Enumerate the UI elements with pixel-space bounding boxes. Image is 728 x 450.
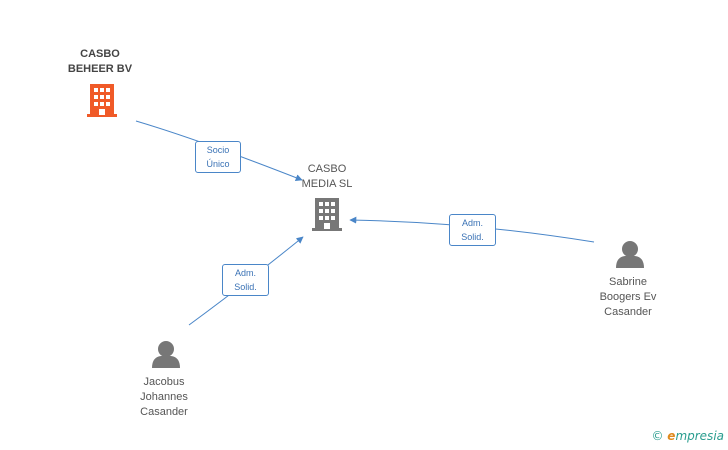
edge-label-adm-solid-sabrine[interactable]: Adm. Solid. <box>449 214 496 246</box>
node-label-line: Johannes <box>140 391 188 403</box>
edge-label-socio-unico[interactable]: Socio Único <box>195 141 241 173</box>
node-label-sabrine[interactable]: Sabrine Boogers Ev Casander <box>578 275 678 320</box>
edge-label-line: Único <box>206 159 230 169</box>
edge-label-line: Solid. <box>461 232 484 242</box>
node-label-line: Casander <box>140 406 188 418</box>
node-label-line: CASBO <box>307 163 347 175</box>
edge-label-line: Solid. <box>234 282 257 292</box>
node-label-casbo-media[interactable]: CASBO MEDIA SL <box>277 162 377 192</box>
node-label-jacobus[interactable]: Jacobus Johannes Casander <box>114 375 214 420</box>
edge-label-line: Adm. <box>234 268 256 278</box>
node-label-line: Casander <box>604 306 652 318</box>
node-label-line: Boogers Ev <box>599 291 657 303</box>
brand-e: e <box>667 429 676 443</box>
person-icon[interactable] <box>152 341 180 368</box>
node-label-line: Jacobus <box>143 376 185 388</box>
person-icon[interactable] <box>616 241 644 268</box>
brand-logo[interactable]: © empresia <box>651 429 724 443</box>
brand-name: mpresia <box>675 429 724 443</box>
node-label-line: MEDIA SL <box>301 178 353 190</box>
copyright-icon: © <box>651 429 664 443</box>
edge-label-adm-solid-jacobus[interactable]: Adm. Solid. <box>222 264 269 296</box>
building-icon[interactable] <box>87 84 117 117</box>
node-label-line: CASBO <box>80 48 120 60</box>
edge-label-line: Adm. <box>461 218 483 228</box>
node-label-casbo-beheer[interactable]: CASBO BEHEER BV <box>50 47 150 77</box>
node-label-line: BEHEER BV <box>67 63 133 75</box>
edge-label-line: Socio <box>206 145 230 155</box>
node-label-line: Sabrine <box>609 276 647 288</box>
building-icon[interactable] <box>312 198 342 231</box>
